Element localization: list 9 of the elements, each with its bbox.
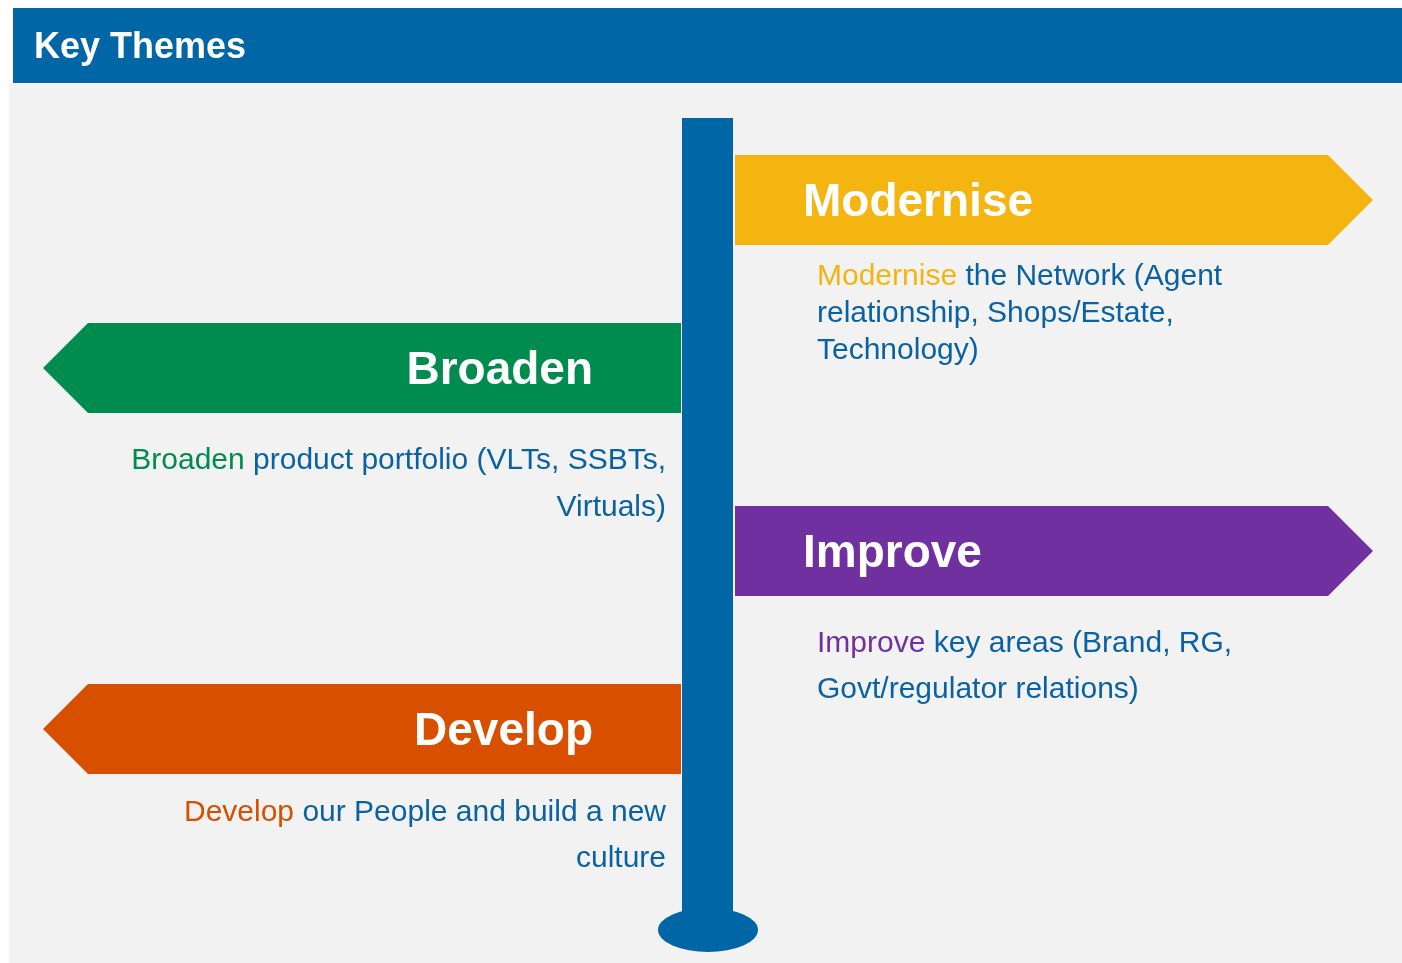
title: Key Themes xyxy=(34,26,247,66)
theme-description: Modernise the Network (Agent relationship, Shops/Estate, Technology) xyxy=(817,257,1224,367)
theme-description: Broaden product portfolio (VLTs, SSBTs, Virtuals) xyxy=(130,441,666,524)
sign-heading: Broaden xyxy=(406,341,593,396)
sign-heading: Modernise xyxy=(803,173,1034,228)
theme-description: Develop our People and build a new culture xyxy=(182,793,666,875)
sign-heading: Improve xyxy=(803,524,982,579)
theme-description: Improve key areas (Brand, RG, Govt/regulator relations) xyxy=(817,624,1234,706)
sign-heading: Develop xyxy=(414,702,593,757)
